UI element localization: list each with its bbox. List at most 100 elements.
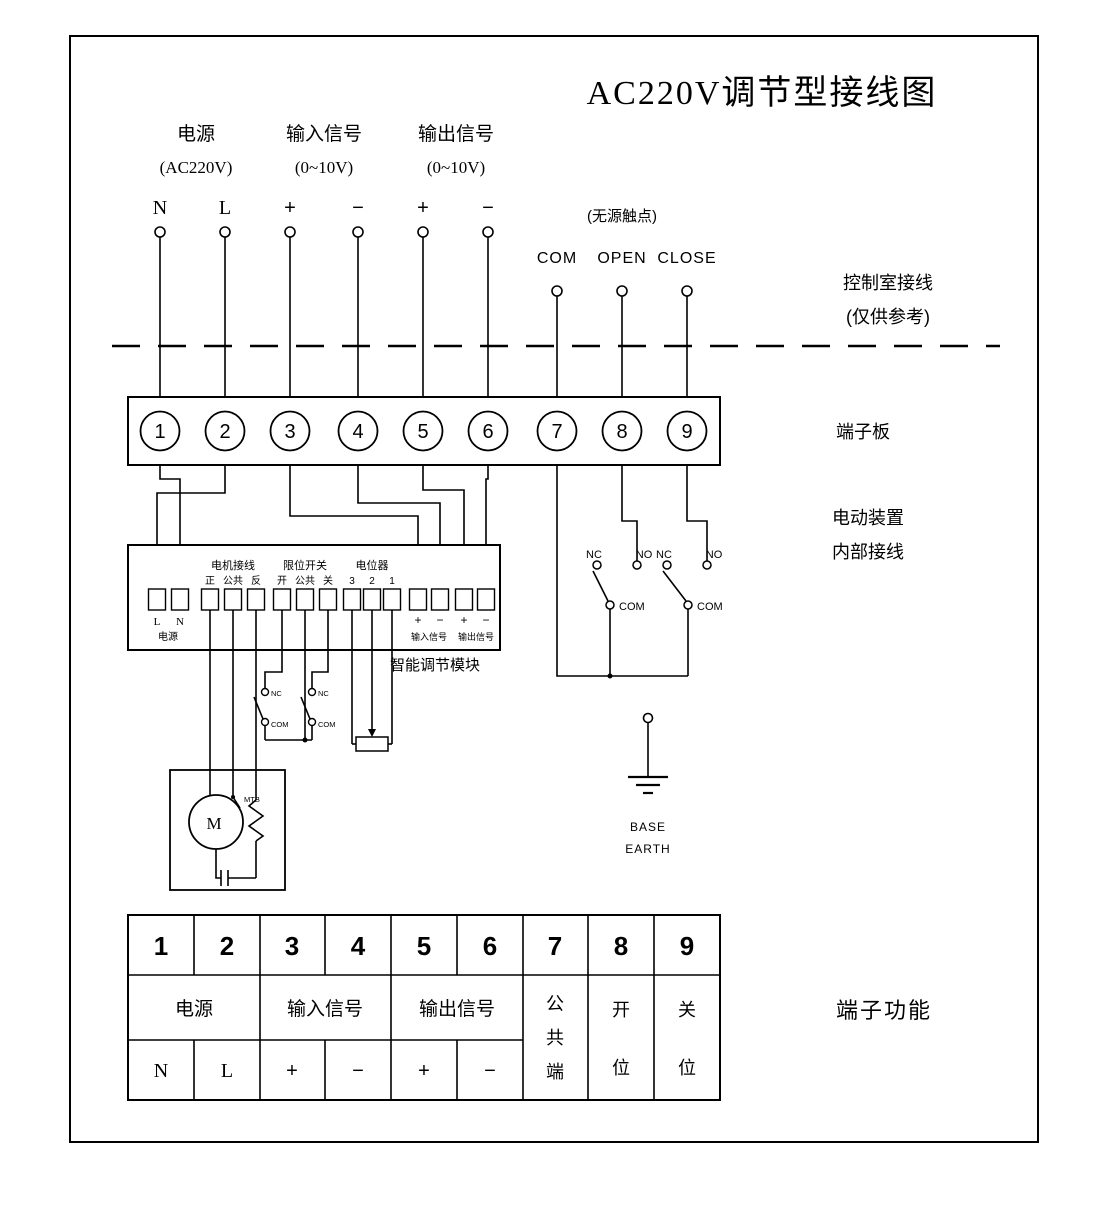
table-num-7: 7	[548, 931, 562, 961]
terminal-minus-in: −	[352, 197, 364, 219]
module-power-l: L	[154, 616, 161, 628]
module-output-minus: −	[482, 613, 489, 627]
motor-winding-icon	[247, 799, 265, 842]
com-terminal-label: COM	[537, 250, 577, 267]
table-border	[127, 914, 721, 1101]
module-sub-guan: 关	[323, 574, 333, 587]
potentiometer-wiper-arrow-icon	[368, 729, 376, 737]
relay-b-nc-label: NC	[656, 549, 672, 561]
module-sub-gonggong2: 公共	[295, 575, 315, 587]
module-sub-zheng: 正	[205, 576, 215, 587]
power-group-range: (AC220V)	[160, 158, 233, 177]
board-number-9: 9	[681, 421, 692, 443]
limit-close-com-contact-icon	[307, 717, 317, 727]
input-signal-group-label: 输入信号	[286, 123, 362, 145]
limit-open-nc-contact-icon	[260, 687, 270, 697]
module-power-n: N	[176, 616, 184, 628]
junction-dot	[302, 737, 308, 743]
limit-close-nc-contact-icon	[307, 687, 317, 697]
board-terminal-1	[139, 410, 181, 452]
module-lower-wires	[209, 610, 393, 879]
terminal-dot	[284, 226, 296, 238]
relay-a-no-label: NO	[636, 549, 653, 561]
terminal-dot	[616, 285, 628, 297]
relay-b-no-label: NO	[706, 549, 723, 561]
relay-b-blade	[662, 570, 687, 602]
limit-switches: NC COM NC COM	[253, 687, 336, 729]
table-bottom-row: N L + − + −	[154, 1060, 496, 1082]
terminal-function-note: 端子功能	[836, 998, 932, 1023]
top-group-labels: 电源 (AC220V) 输入信号 (0~10V) 输出信号 (0~10V)	[160, 123, 494, 177]
terminal-board: 1 2 3 4 5 6 7 8 9	[127, 396, 721, 466]
side-annotations: 控制室接线 (仅供参考) 端子板 电动装置 内部接线 端子功能	[832, 273, 933, 1023]
terminal-dot	[681, 285, 693, 297]
control-room-note-line1: 控制室接线	[843, 273, 933, 293]
limit-close-nc-label: NC	[318, 689, 329, 698]
control-room-note-line2: (仅供参考)	[846, 307, 930, 327]
terminal-plus-out: +	[417, 197, 429, 219]
board-terminal-8	[601, 410, 643, 452]
terminal-dot	[482, 226, 494, 238]
relay-a-com-label: COM	[619, 601, 645, 613]
motor-symbol	[188, 794, 244, 850]
table-bottom-minus1: −	[352, 1060, 364, 1082]
internal-wiring-note-line2: 内部接线	[832, 542, 904, 562]
board-number-3: 3	[284, 421, 295, 443]
smart-module: 电机接线 限位开关 电位器 正 公共 反 开 公共 关 3 2 1 L N 电源…	[127, 544, 501, 651]
board-terminal-3	[269, 410, 311, 452]
table-col7-char2: 共	[546, 1028, 564, 1048]
relay-b-no-contact-icon	[702, 560, 712, 570]
module-output-caption: 输出信号	[458, 631, 494, 642]
board-terminal-5	[402, 410, 444, 452]
table-cell-input: 输入信号	[287, 998, 363, 1020]
module-sub-3: 3	[349, 576, 355, 587]
board-number-4: 4	[352, 421, 363, 443]
mtb-blade	[232, 796, 241, 809]
potentiometer	[355, 729, 389, 752]
ground-icon	[628, 722, 668, 795]
relay-switches: NC NO NC NO COM COM	[586, 549, 723, 613]
module-sub-2: 2	[369, 576, 375, 587]
terminal-function-table: 1 2 3 4 5 6 7 8 9 电源 输入信号 输出信号 公 共 端 开 位…	[127, 914, 721, 1101]
module-sub-fan: 反	[251, 575, 261, 587]
close-terminal-label: CLOSE	[657, 250, 716, 267]
limit-open-nc-label: NC	[271, 689, 282, 698]
terminal-dot	[154, 226, 166, 238]
module-pot-group-label: 电位器	[356, 558, 389, 572]
table-bottom-plus1: +	[286, 1060, 298, 1082]
module-input-caption: 输入信号	[411, 631, 447, 642]
table-num-6: 6	[483, 931, 497, 961]
table-cell-power: 电源	[175, 998, 213, 1020]
module-motor-group-label: 电机接线	[211, 558, 255, 572]
terminal-dot	[219, 226, 231, 238]
terminal-letter-n: N	[153, 197, 167, 219]
table-col9-char2: 位	[678, 1058, 696, 1078]
relay-b-com-contact-icon	[683, 600, 693, 610]
table-num-9: 9	[680, 931, 694, 961]
relay-a-nc-contact-icon	[592, 560, 602, 570]
relay-b-nc-contact-icon	[662, 560, 672, 570]
board-number-5: 5	[417, 421, 428, 443]
module-input-plus: +	[414, 613, 421, 627]
board-terminal-2	[204, 410, 246, 452]
module-sub-kai: 开	[277, 576, 287, 587]
limit-close-blade	[300, 696, 311, 720]
terminal-dot	[551, 285, 563, 297]
module-terminal-squares	[147, 588, 496, 611]
relay-b-com-label: COM	[697, 601, 723, 613]
output-signal-group-label: 输出信号	[418, 123, 494, 145]
board-terminal-9	[666, 410, 708, 452]
relay-a-blade	[592, 570, 609, 602]
relay-a-no-contact-icon	[632, 560, 642, 570]
limit-open-blade	[253, 696, 264, 720]
diagram-title: AC220V调节型接线图	[587, 74, 938, 112]
module-sub-1: 1	[389, 576, 395, 587]
table-num-3: 3	[285, 931, 299, 961]
table-bottom-n: N	[154, 1060, 168, 1082]
table-vertical-cells: 公 共 端 开 位 关 位	[546, 994, 696, 1082]
mtb-label: MTB	[244, 795, 260, 804]
power-group-label: 电源	[177, 123, 215, 145]
module-power-caption: 电源	[158, 630, 178, 643]
